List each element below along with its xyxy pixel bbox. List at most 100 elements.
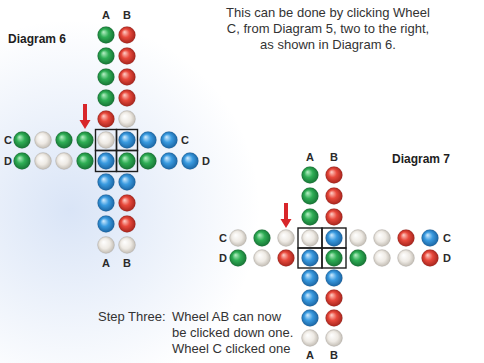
ball	[230, 230, 247, 247]
ball	[35, 132, 52, 149]
ball	[326, 230, 343, 247]
ball	[182, 153, 199, 170]
wheel-puzzle	[14, 27, 199, 254]
ball	[98, 27, 115, 44]
ball	[119, 132, 136, 149]
cell-frame	[322, 248, 346, 268]
ball	[98, 174, 115, 191]
ball	[278, 230, 295, 247]
wheel-letter: C	[443, 233, 451, 244]
ball	[302, 290, 319, 307]
ball	[119, 90, 136, 107]
cell-frame	[298, 248, 322, 268]
ball	[119, 195, 136, 212]
ball	[119, 237, 136, 254]
ball	[254, 230, 271, 247]
ball	[77, 153, 94, 170]
wheel-letter: B	[123, 10, 131, 21]
ball	[119, 174, 136, 191]
diagram-title: Diagram 7	[392, 152, 450, 166]
ball	[374, 230, 391, 247]
wheel-letter: A	[306, 152, 314, 163]
ball	[56, 153, 73, 170]
ball	[326, 188, 343, 205]
ball	[98, 111, 115, 128]
ball	[398, 250, 415, 267]
ball	[422, 250, 439, 267]
ball	[254, 250, 271, 267]
cell-frame	[298, 228, 322, 248]
ball	[56, 132, 73, 149]
ball	[98, 90, 115, 107]
ball	[326, 330, 343, 347]
ball	[326, 250, 343, 267]
diagram-title: Diagram 6	[8, 32, 66, 46]
red-arrow	[281, 203, 292, 228]
step-heading: Step Three:	[98, 309, 166, 325]
ball	[302, 250, 319, 267]
ball	[422, 230, 439, 247]
ball	[302, 230, 319, 247]
cell-frame	[96, 151, 117, 172]
ball	[161, 132, 178, 149]
ball	[119, 48, 136, 65]
wheel-letter: C	[181, 135, 189, 146]
ball	[302, 270, 319, 287]
instruction-text: This can be done by clicking Wheel C, fr…	[222, 5, 434, 53]
ball	[278, 250, 295, 267]
ball	[119, 111, 136, 128]
ball	[326, 310, 343, 327]
ball	[98, 48, 115, 65]
ball	[326, 209, 343, 226]
cell-frame	[96, 130, 117, 151]
ball	[230, 250, 247, 267]
ball	[350, 250, 367, 267]
cell-frame	[117, 151, 138, 172]
ball	[161, 153, 178, 170]
wheel-letter: D	[443, 253, 451, 264]
ball	[98, 69, 115, 86]
ball	[140, 132, 157, 149]
ball	[98, 237, 115, 254]
ball	[35, 153, 52, 170]
ball	[326, 167, 343, 184]
ball	[302, 310, 319, 327]
ball	[326, 290, 343, 307]
ball	[140, 153, 157, 170]
cell-frame	[117, 130, 138, 151]
wheel-letter: C	[4, 135, 12, 146]
ball	[14, 132, 31, 149]
ball	[119, 69, 136, 86]
wheel-letter: B	[330, 350, 338, 361]
ball	[350, 230, 367, 247]
ball	[398, 230, 415, 247]
ball	[119, 153, 136, 170]
ball	[14, 153, 31, 170]
ball	[374, 250, 391, 267]
ball	[302, 188, 319, 205]
ball	[302, 209, 319, 226]
ball	[98, 153, 115, 170]
ball	[302, 167, 319, 184]
ball	[326, 270, 343, 287]
ball	[98, 132, 115, 149]
wheel-letter: D	[219, 253, 227, 264]
ball	[119, 27, 136, 44]
ball	[98, 216, 115, 233]
wheel-letter: C	[219, 233, 227, 244]
cell-frame	[322, 228, 346, 248]
ball	[98, 195, 115, 212]
wheel-letter: D	[202, 156, 210, 167]
ball	[302, 330, 319, 347]
ball	[119, 216, 136, 233]
wheel-letter: A	[102, 258, 110, 269]
wheel-letter: A	[306, 350, 314, 361]
wheel-letter: D	[4, 156, 12, 167]
wheel-letter: B	[123, 258, 131, 269]
step-text: Wheel AB can now be clicked down one. Wh…	[172, 309, 296, 357]
wheel-letter: A	[102, 10, 110, 21]
ball	[77, 132, 94, 149]
wheel-letter: B	[330, 152, 338, 163]
